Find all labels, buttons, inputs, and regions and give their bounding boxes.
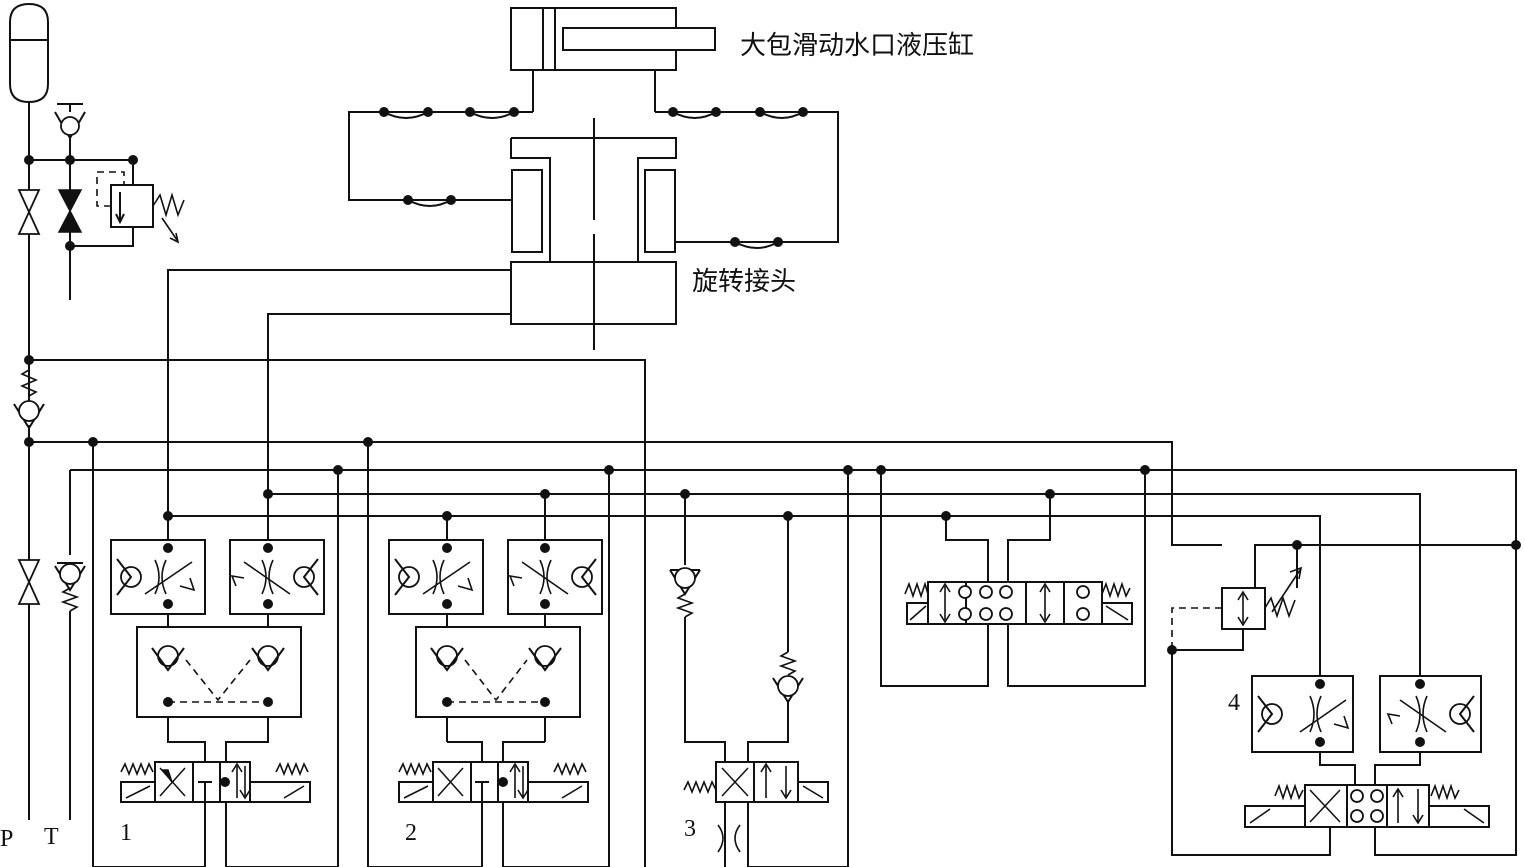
branch-4-label: 4 [1228, 690, 1240, 716]
hydraulic-cylinder [510, 7, 716, 112]
accumulator [9, 2, 49, 160]
hose-right [655, 107, 839, 249]
relief-valve-accumulator [70, 160, 185, 247]
hose-left [348, 107, 533, 207]
header-lines [24, 355, 1517, 867]
branch-1-label: 1 [120, 820, 132, 846]
check-valve-t [54, 562, 86, 612]
stop-valve-p [17, 559, 41, 605]
branch-2-label: 2 [405, 820, 417, 846]
stop-valve-accumulator [17, 189, 41, 235]
branch-1 [92, 442, 339, 867]
cylinder-label: 大包滑动水口液压缸 [740, 31, 974, 61]
branch-3-label: 3 [684, 816, 696, 842]
check-valve-top [54, 103, 86, 190]
branch-3 [669, 470, 849, 867]
port-p-label: P [0, 826, 13, 852]
main-pressure-line [24, 155, 138, 820]
check-valve-main-line [13, 369, 45, 430]
branch-2 [367, 442, 610, 867]
port-t-label: T [44, 824, 59, 850]
branch-valve-middle [880, 470, 1146, 687]
rotary-joint-label: 旋转接头 [692, 267, 796, 297]
branch-4 [1167, 540, 1521, 856]
